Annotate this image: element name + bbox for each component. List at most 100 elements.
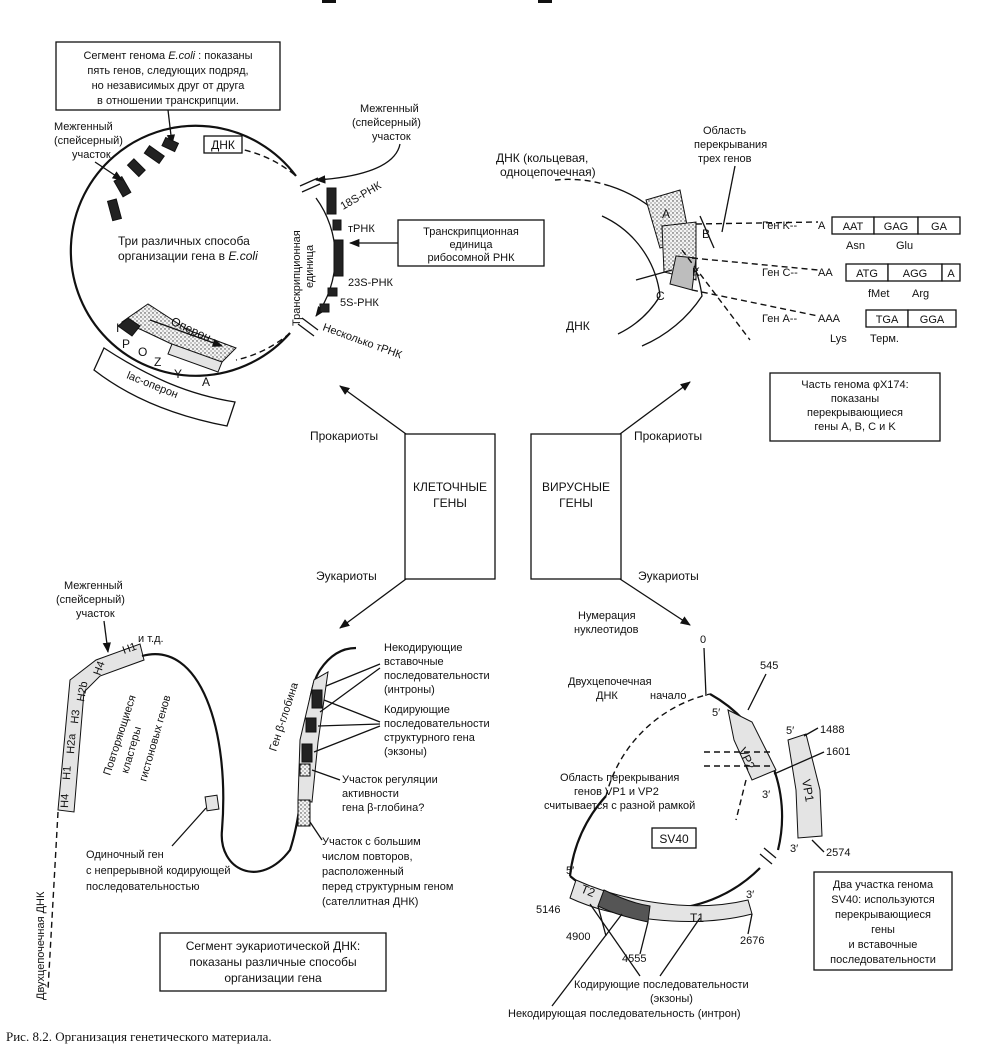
euk-intron-ptr-2 [319,667,381,713]
phix-panel: ДНК (кольцевая, одноцепочечная) Область … [496,125,961,442]
sv40-exon-ptr-1 [589,903,641,977]
ecoli-spacer-right-2: (спейсерный) [352,117,421,129]
ecoli-spacer-right-3: участок [372,131,411,143]
euk-h2a: H2a [65,732,78,754]
phix-b-bracket [699,215,715,249]
ecoli-spacer-right-1: Межгенный [360,103,419,115]
ecoli-box-line1: Сегмент генома E.coli : показаны [83,50,252,62]
euk-box-3: организации гена [224,971,322,985]
euk-introns-2: вставочные [384,656,444,668]
euk-exons-1: Кодирующие [384,704,450,716]
phix-overlap-pointer [721,165,736,233]
arrow-to-eukaryote [339,578,407,629]
phix-row-c-aa-2: Arg [912,288,929,300]
phix-outer-ring [609,185,703,347]
ecoli-spacer-left-arrow [94,161,123,181]
sv40-3b: 3′ [790,843,798,855]
sv40-overlap-2: генов VP1 и VP2 [574,786,659,798]
sv40-vp2-block [727,709,777,781]
euk-clusters-3: гистоновых генов [137,694,173,783]
euk-sat-2: числом повторов, [322,851,413,863]
phix-box-3: перекрывающиеся [807,407,903,419]
ecoli-operon-stip [120,303,237,363]
sv40-exon-ptr-2 [659,917,701,977]
sv40-545: 545 [760,660,778,672]
phix-overlap-2: перекрывания [694,139,767,151]
ecoli-circle-dashed-bottom [235,332,291,361]
ecoli-circle-solid [69,124,297,377]
euk-introns-1: Некодирующие [384,642,463,654]
phix-row-c-codon-3: A [947,268,955,280]
euk-histone-strip [57,643,145,813]
phix-gene-c: C [656,289,665,303]
euk-sat-3: расположенный [322,866,404,878]
sv40-break-1 [763,847,777,859]
euk-intron-ptr-1 [325,663,381,687]
sv40-t2: T2 [579,882,598,900]
phix-row-c-codon-1: ATG [856,268,878,280]
ecoli-break-top-1 [299,177,319,187]
phix-row-k-prefix: A [818,220,826,232]
phix-gene-k: K [692,265,700,279]
phix-gene-b: B [702,227,710,241]
ecoli-spacer-left-2: (спейсерный) [54,135,123,147]
ecoli-rna-t: тРНК [348,223,375,235]
euk-spacer-2: (спейсерный) [56,594,125,606]
euk-dna-dashed-tail [47,811,59,991]
euk-single-1: Одиночный ген [86,849,164,861]
arrow-to-phix [619,381,691,435]
sv40-circle-left [568,795,607,877]
sv40-5a: 5′ [712,707,720,719]
sv40-3a: 3′ [762,789,770,801]
phix-row-a-aa-2: Терм. [870,333,899,345]
ecoli-trnas-block [319,303,330,313]
sv40-numbering-2: нуклеотидов [574,624,639,636]
phix-ring-dashed [554,178,611,187]
sv40-zero: 0 [700,634,706,646]
phix-row-k-codon-2: GAG [884,221,908,233]
euk-spacer-3: участок [76,608,115,620]
sv40-numbering-1: Нумерация [578,610,636,622]
ecoli-dna-label-box [203,135,243,154]
sv40-ds-1: Двухцепочечная [568,676,652,688]
ecoli-spacer-left-3: участок [72,149,111,161]
euk-exons-3: структурного гена [384,732,476,744]
ecoli-break-bottom-1 [301,317,319,331]
phix-row-k-codon-3: GA [931,221,948,233]
euk-exons-2: последовательности [384,718,490,730]
phix-leader-lower [681,249,751,341]
phix-row-k-aa-2: Glu [896,240,913,252]
phix-box-1: Часть генома φX174: [801,379,908,391]
phix-dna-bottom: ДНК [566,319,590,333]
phix-c-divider [635,269,673,281]
euk-reg-1: Участок регуляции [342,774,438,786]
sv40-box-3: перекрывающиеся [835,909,931,921]
ecoli-gene-p: P [122,337,130,351]
sv40-2676: 2676 [740,935,764,947]
sv40-box-4: гены [871,924,895,936]
ecoli-gene-z: Z [154,355,161,369]
euk-sat-5: (сателлитная ДНК) [322,896,418,908]
ecoli-gene-1 [143,145,165,165]
ecoli-23s-block [333,239,344,277]
ecoli-gene-o: O [138,345,147,359]
ecoli-5s-block [327,287,338,297]
sv40-box-2: SV40: используются [831,894,934,906]
phix-box-2: показаны [831,393,879,405]
phix-row-c-codon-2: AGG [903,268,927,280]
euk-exons-4: (экзоны) [384,746,427,758]
prokaryotes-left-label: Прокариоты [310,429,378,443]
ecoli-center-1: Три различных способа [118,234,250,248]
viral-genes-box [530,433,622,580]
sv40-intron: Некодирующая последовательность (интрон) [508,1008,741,1020]
sv40-2676-tick [747,913,753,935]
euk-spacer-1: Межгенный [64,580,123,592]
phix-info-box [769,372,941,442]
ecoli-segment-box [55,41,281,111]
sv40-exons-1: Кодирующие последовательности [574,979,749,991]
euk-reg-ptr [311,769,341,781]
ecoli-unit-vertical-2: единица [304,244,316,288]
sv40-3c: 3′ [746,889,754,901]
euk-h1-bottom: H1 [61,765,74,780]
